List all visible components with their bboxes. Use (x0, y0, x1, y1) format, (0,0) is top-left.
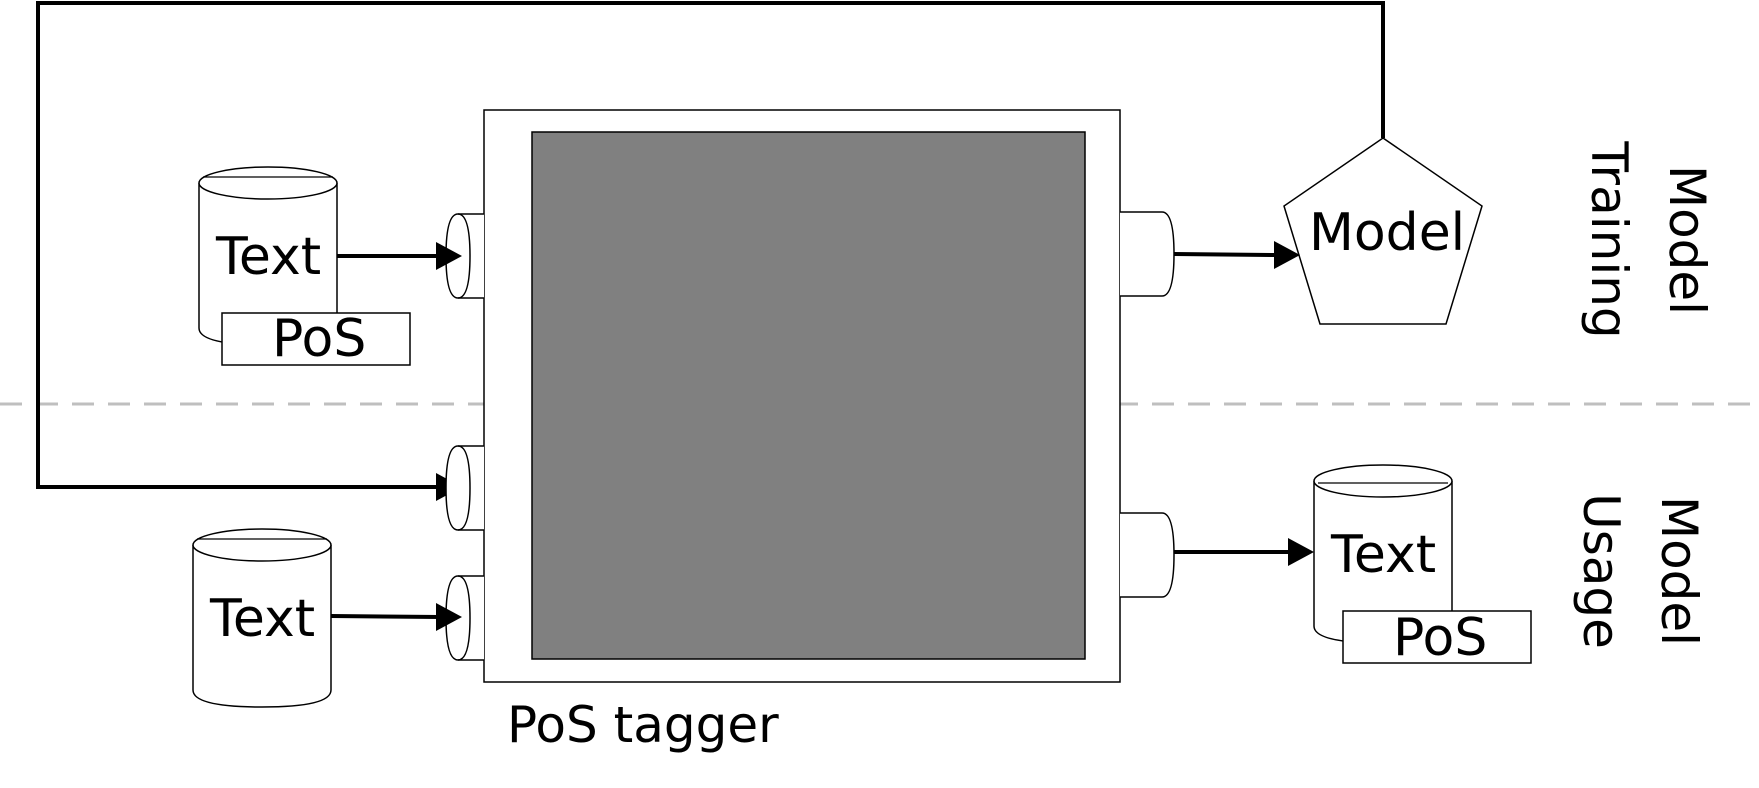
tagged-output-arrowhead (1288, 538, 1314, 566)
section-usage-line1: Model (1650, 496, 1708, 646)
usage-input-arrowhead (436, 603, 462, 631)
section-training-line2: Training (1580, 140, 1638, 338)
usage-output-text-cylinder: Text (1313, 464, 1453, 644)
usage-output-pos-label: PoS (1393, 608, 1487, 668)
section-label-training: Model Training (1580, 140, 1716, 338)
model-label: Model (1309, 203, 1465, 263)
usage-output-text-label: Text (1330, 525, 1436, 585)
training-pos-label: PoS (272, 309, 366, 369)
model-output-arrowhead (1274, 241, 1300, 269)
tagger-port-model-output (1120, 211, 1175, 297)
training-text-label: Text (215, 227, 321, 287)
model-feedback-connector (36, 1, 1385, 489)
section-usage-line2: Usage (1572, 493, 1630, 649)
pos-tagger-label: PoS tagger (507, 696, 779, 754)
model-output-arrow (1173, 252, 1276, 257)
usage-input-arrow (330, 614, 441, 619)
section-label-usage: Model Usage (1572, 493, 1708, 649)
training-input-arrowhead (436, 242, 462, 270)
tagger-port-tagged-output (1120, 512, 1175, 598)
section-training-line1: Model (1658, 165, 1716, 315)
usage-input-text-cylinder: Text (192, 528, 332, 708)
training-text-cylinder: Text (198, 166, 338, 346)
training-pos-box (221, 312, 411, 366)
usage-output-pos-box (1342, 610, 1532, 664)
model-pentagon (1283, 137, 1483, 325)
tagger-port-model-input (445, 445, 484, 531)
usage-input-text-label: Text (209, 589, 315, 649)
pos-tagger-core (531, 131, 1086, 660)
